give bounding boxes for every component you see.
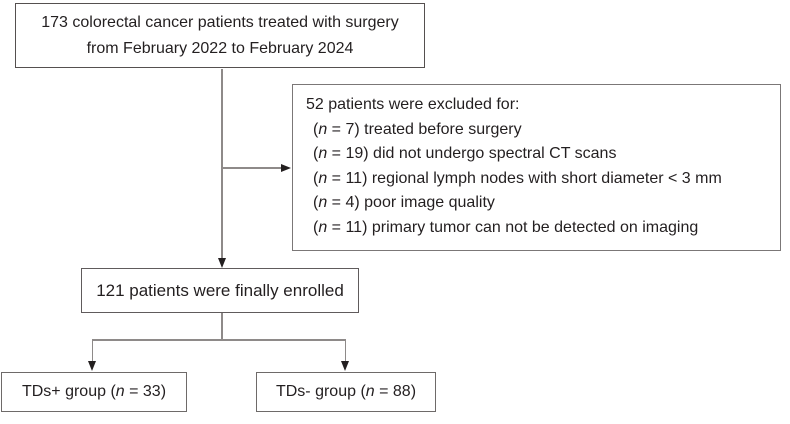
connector-top-to-enrolled bbox=[221, 69, 223, 259]
exclusion-item: (n = 11) primary tumor can not be detect… bbox=[313, 218, 699, 236]
tds-positive-box: TDs+ group (n = 33) bbox=[1, 372, 187, 412]
n-variable: n bbox=[318, 218, 328, 236]
arrowhead-right-icon bbox=[281, 163, 291, 172]
exclusion-item: (n = 4) poor image quality bbox=[313, 194, 495, 212]
n-variable: n bbox=[365, 383, 375, 400]
n-variable: n bbox=[318, 145, 328, 163]
exclusion-title: 52 patients were excluded for: bbox=[306, 96, 520, 113]
exclusion-item: (n = 19) did not undergo spectral CT sca… bbox=[313, 145, 617, 163]
exclusion-item: (n = 7) treated before surgery bbox=[313, 120, 522, 138]
connector-split-left bbox=[91, 339, 93, 363]
exclusion-item: (n = 11) regional lymph nodes with short… bbox=[313, 169, 722, 187]
connector-to-exclusion bbox=[222, 167, 281, 169]
enrolled-box: 121 patients were finally enrolled bbox=[81, 268, 359, 313]
tds-negative-label: TDs- group (n = 88) bbox=[275, 383, 417, 400]
connector-enrolled-to-split bbox=[221, 313, 223, 340]
connector-split-right bbox=[344, 339, 346, 363]
top-box-line2: from February 2022 to February 2024 bbox=[86, 39, 354, 57]
tds-negative-box: TDs- group (n = 88) bbox=[256, 372, 436, 412]
n-variable: n bbox=[318, 120, 328, 138]
enrolled-text: 121 patients were finally enrolled bbox=[96, 280, 344, 300]
n-variable: n bbox=[318, 169, 328, 187]
exclusion-box: 52 patients were excluded for: (n = 7) t… bbox=[292, 84, 781, 251]
tds-positive-label: TDs+ group (n = 33) bbox=[21, 383, 167, 400]
top-box: 173 colorectal cancer patients treated w… bbox=[15, 3, 425, 68]
arrowhead-down-icon bbox=[217, 258, 226, 268]
connector-split-horizontal bbox=[91, 339, 346, 341]
arrowhead-down-icon bbox=[87, 361, 96, 371]
top-box-line1: 173 colorectal cancer patients treated w… bbox=[41, 13, 399, 31]
arrowhead-down-icon bbox=[340, 361, 349, 371]
n-variable: n bbox=[318, 194, 328, 212]
n-variable: n bbox=[115, 383, 125, 400]
